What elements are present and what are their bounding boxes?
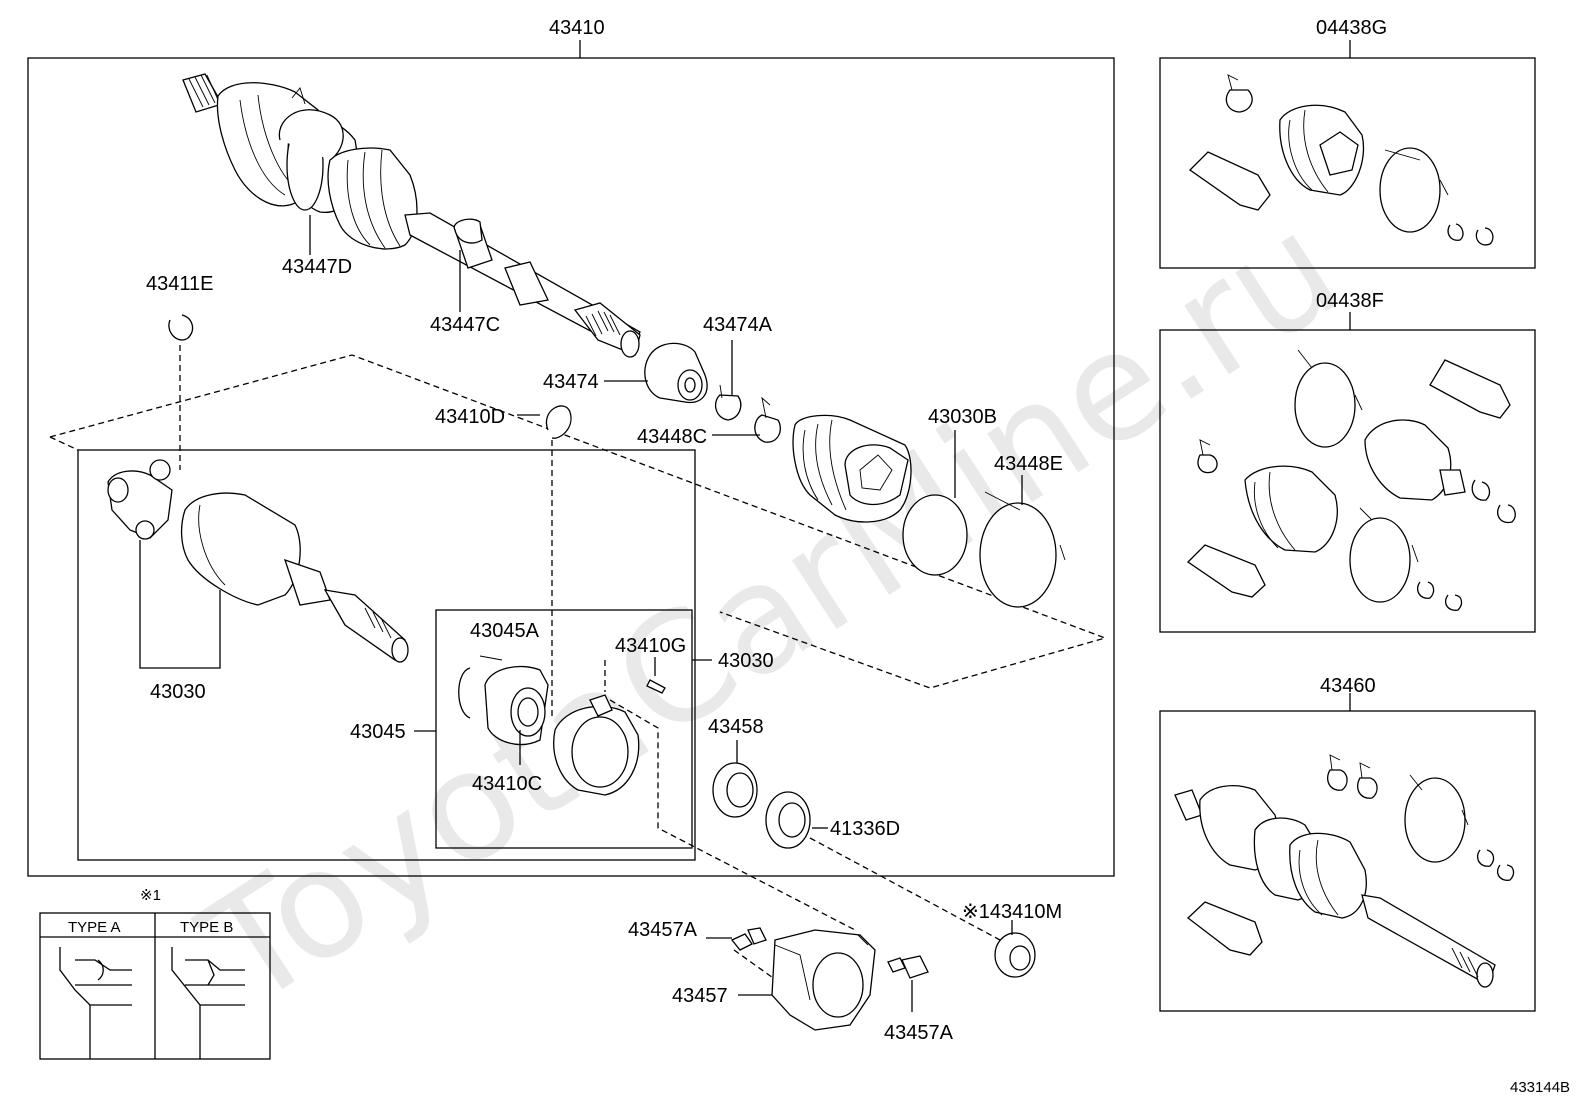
snap-ring-43410D[interactable] [545, 405, 572, 439]
snap-ring-43045A[interactable] [458, 655, 503, 719]
label-43410M[interactable]: ※143410M [962, 901, 1062, 923]
seal-43410M[interactable] [994, 932, 1036, 978]
kit-04438F-frame [1159, 329, 1536, 633]
shaft-assy-43460-frame [1159, 710, 1536, 1012]
boot-band-43448E[interactable] [979, 491, 1066, 608]
dynamic-damper-43474[interactable] [644, 342, 708, 404]
bolt-43457A-bottom[interactable] [887, 955, 929, 979]
label-04438F[interactable]: 04438F [1316, 290, 1384, 312]
label-43030-left[interactable]: 43030 [150, 681, 206, 703]
label-43030B[interactable]: 43030B [928, 406, 997, 428]
seal-41336D[interactable] [765, 791, 811, 849]
main-assembly-frame [27, 57, 1115, 877]
bolt-43457A-top[interactable] [730, 927, 767, 951]
type-a-label: TYPE A [68, 919, 121, 936]
note-mark: ※1 [140, 887, 161, 904]
inboard-joint-assy[interactable] [107, 459, 409, 663]
bearing-subframe [435, 609, 693, 849]
label-43030-right[interactable]: 43030 [718, 650, 774, 672]
label-43457[interactable]: 43457 [672, 985, 728, 1007]
label-43457A-bottom[interactable]: 43457A [884, 1022, 954, 1044]
label-43045[interactable]: 43045 [350, 721, 406, 743]
bearing-43045[interactable] [484, 665, 549, 746]
label-43410C[interactable]: 43410C [472, 773, 542, 795]
label-43448C[interactable]: 43448C [637, 426, 707, 448]
diagram-code: 433144B [1510, 1079, 1570, 1096]
boot-clamp-43447C[interactable] [453, 218, 483, 244]
label-43447D[interactable]: 43447D [282, 256, 352, 278]
label-43447C[interactable]: 43447C [430, 314, 500, 336]
seal-type-inset [39, 912, 271, 1060]
kit-04438G-frame [1159, 57, 1536, 269]
drive-shaft-outboard[interactable] [182, 73, 641, 358]
pin-43410G[interactable] [646, 679, 666, 694]
label-43045A[interactable]: 43045A [470, 620, 540, 642]
boot-clamp-43448C[interactable] [754, 396, 781, 443]
kit-04438G-parts[interactable] [1188, 74, 1494, 246]
boot-clamp-43447D[interactable] [278, 87, 344, 161]
label-43448E[interactable]: 43448E [994, 453, 1063, 475]
inner-joint-frame [77, 449, 696, 861]
label-43410D[interactable]: 43410D [435, 406, 505, 428]
bearing-housing[interactable] [553, 694, 640, 796]
bearing-bracket-43457[interactable] [771, 929, 876, 1031]
label-43458[interactable]: 43458 [708, 716, 764, 738]
label-43474[interactable]: 43474 [543, 371, 599, 393]
label-43411E[interactable]: 43411E [146, 273, 213, 295]
label-41336D[interactable]: 41336D [830, 818, 900, 840]
seal-43458[interactable] [712, 762, 758, 818]
label-43410G[interactable]: 43410G [615, 635, 686, 657]
inboard-boot[interactable] [792, 414, 912, 523]
shaft-assy-43460-parts[interactable] [1174, 754, 1515, 988]
label-43474A[interactable]: 43474A [703, 314, 773, 336]
snap-ring-43411E[interactable] [168, 314, 194, 341]
label-43410[interactable]: 43410 [549, 17, 605, 39]
type-b-label: TYPE B [180, 919, 233, 936]
damper-clamp-43474A[interactable] [714, 384, 742, 421]
label-43457A-top[interactable]: 43457A [628, 919, 698, 941]
boot-band-43030B[interactable] [902, 494, 968, 576]
label-43460[interactable]: 43460 [1320, 675, 1376, 697]
kit-04438F-parts[interactable] [1186, 349, 1516, 611]
label-04438G[interactable]: 04438G [1316, 17, 1387, 39]
